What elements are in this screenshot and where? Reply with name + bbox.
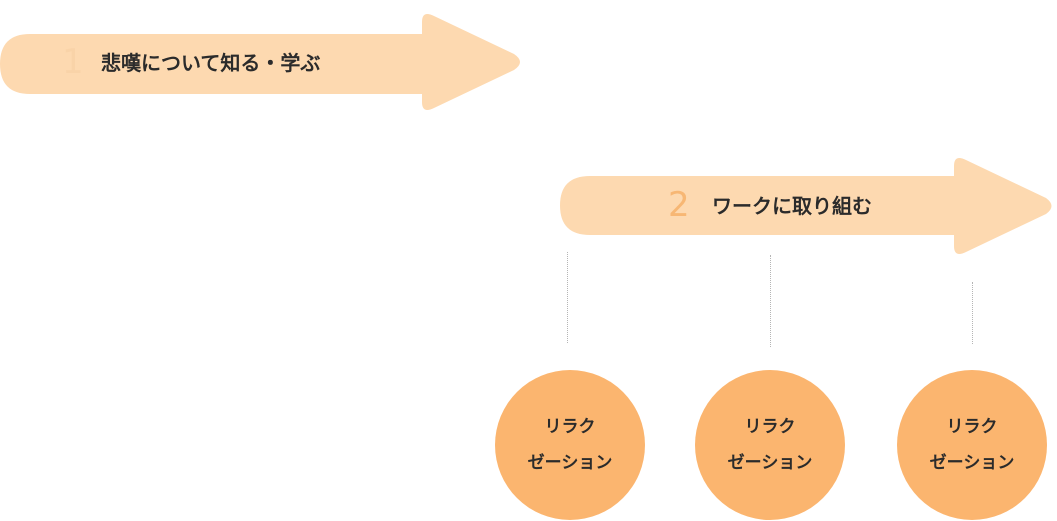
activity-circle-3: リラク ゼーション xyxy=(897,370,1047,520)
step-2-arrow: 2 ワークに取り組む xyxy=(560,154,1057,258)
step-2-arrow-shape xyxy=(560,158,1052,254)
activity-circle-2: リラク ゼーション xyxy=(695,370,845,520)
step-1-number: 1 xyxy=(62,42,84,82)
connector-1 xyxy=(567,252,568,343)
activity-1-line-2: ゼーション xyxy=(527,453,613,473)
connector-3 xyxy=(972,282,973,344)
connector-2 xyxy=(770,255,771,347)
step-1-label: 悲嘆について知る・学ぶ xyxy=(101,51,321,75)
activity-2-line-2: ゼーション xyxy=(727,453,813,473)
step-2-label: ワークに取り組む xyxy=(712,194,872,218)
step-1-arrow: 1 悲嘆について知る・学ぶ xyxy=(0,10,526,114)
step-1-arrow-shape xyxy=(0,14,520,110)
activity-2-line-1: リラク xyxy=(744,417,796,437)
activity-circle-1: リラク ゼーション xyxy=(495,370,645,520)
step-2-number: 2 xyxy=(668,185,690,225)
activity-3-line-1: リラク xyxy=(946,417,998,437)
activity-3-line-2: ゼーション xyxy=(929,453,1015,473)
activity-1-line-1: リラク xyxy=(544,417,596,437)
